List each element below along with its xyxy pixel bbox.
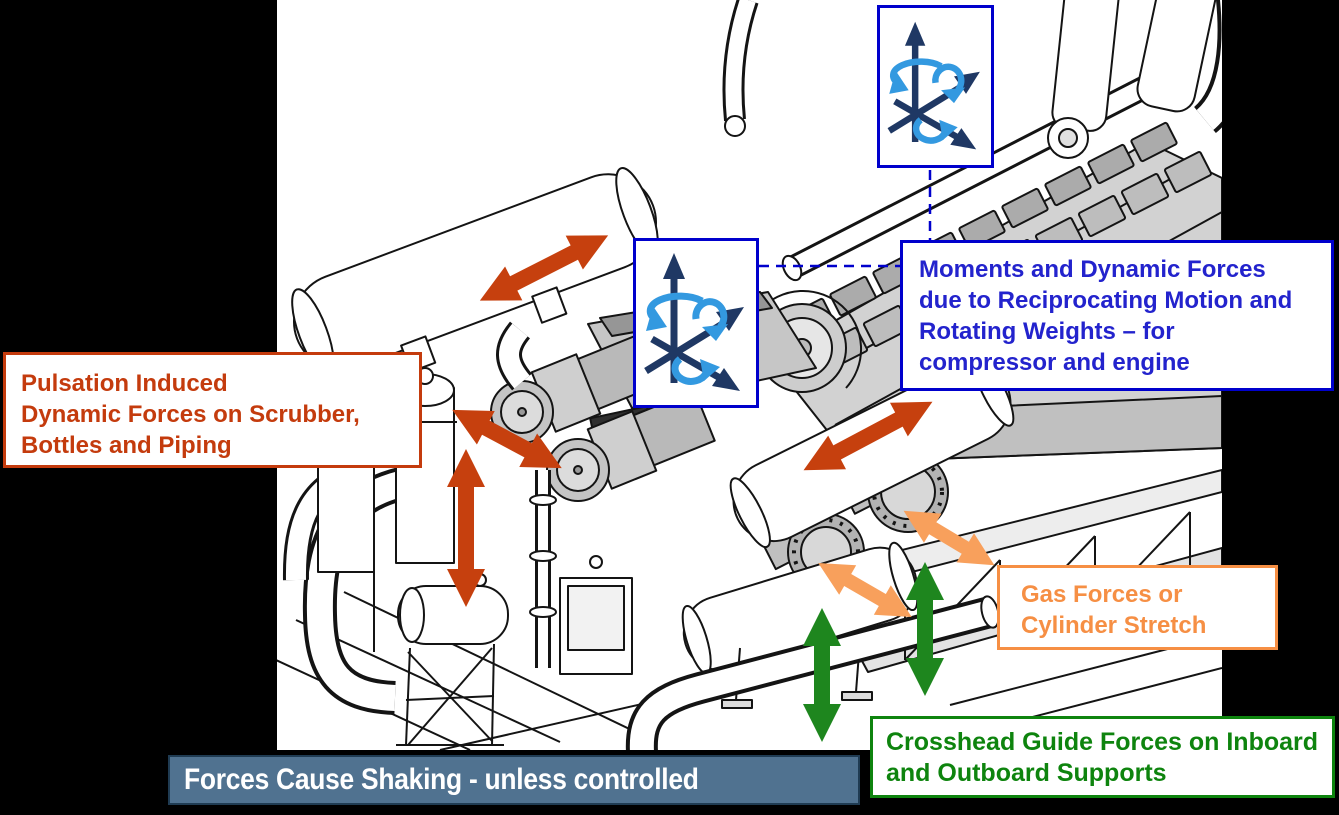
pulsation-arrow-suction-bottle xyxy=(479,235,609,301)
rotation-axes-icon-box-middle xyxy=(633,238,759,408)
crosshead-forces-callout: Crosshead Guide Forces on Inboard and Ou… xyxy=(870,716,1335,798)
xyz-axes-icon xyxy=(636,241,756,405)
moments-line-1: Moments and Dynamic Forces xyxy=(919,256,1266,283)
pulsation-arrow-piping-vertical xyxy=(447,449,485,607)
moments-line-4: compressor and engine xyxy=(919,349,1190,376)
crosshead-line-2: and Outboard Supports xyxy=(886,759,1167,787)
gas-force-arrow-upper-cylinder xyxy=(903,510,995,566)
moments-line-2: due to Reciprocating Motion and xyxy=(919,287,1293,314)
small-drum-and-stand xyxy=(396,573,509,746)
pulsation-arrow-discharge-bottle xyxy=(803,401,933,471)
gas-line-2: Cylinder Stretch xyxy=(1021,612,1207,639)
rotation-axes-icon-box-top xyxy=(877,5,994,168)
crosshead-arrow-inboard xyxy=(906,562,944,696)
banner-text: Forces Cause Shaking - unless controlled xyxy=(184,763,699,796)
pulsation-line-1: Pulsation Induced xyxy=(21,370,228,397)
moments-forces-callout: Moments and Dynamic Forces due to Recipr… xyxy=(900,240,1334,391)
banner-forces-cause-shaking: Forces Cause Shaking - unless controlled xyxy=(168,755,860,805)
moments-line-3: Rotating Weights – for xyxy=(919,318,1175,345)
pulsation-arrow-scrubber xyxy=(452,409,562,469)
gas-forces-callout: Gas Forces or Cylinder Stretch xyxy=(997,565,1278,650)
xyz-axes-icon xyxy=(880,8,991,165)
standpipe-and-cabinet xyxy=(529,470,633,675)
gas-line-1: Gas Forces or xyxy=(1021,581,1183,608)
pulsation-forces-callout: Pulsation Induced Dynamic Forces on Scru… xyxy=(3,352,422,468)
pulsation-line-3: Bottles and Piping xyxy=(21,432,232,459)
crosshead-line-1: Crosshead Guide Forces on Inboard xyxy=(886,728,1319,756)
gas-force-arrow-lower-cylinder xyxy=(818,563,912,617)
crosshead-arrow-outboard xyxy=(803,608,841,742)
pulsation-line-2: Dynamic Forces on Scrubber, xyxy=(21,401,360,428)
